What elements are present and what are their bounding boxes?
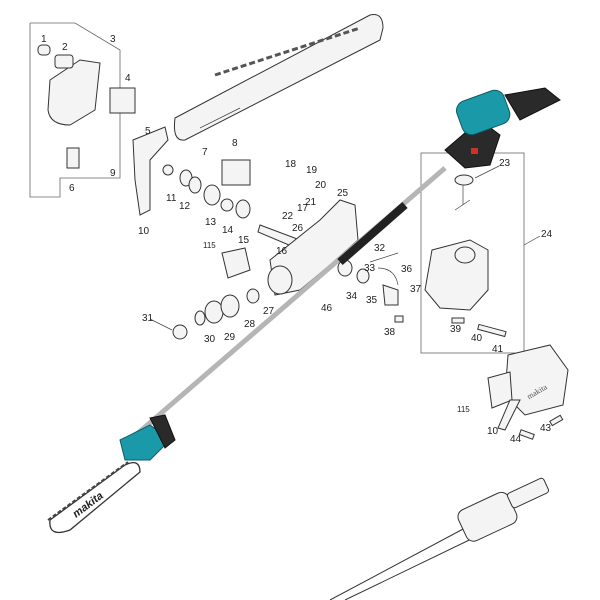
label-32: 32 — [374, 243, 386, 254]
shaft-detail — [329, 477, 550, 600]
label-24: 24 — [541, 229, 553, 240]
label-37: 37 — [410, 284, 422, 295]
group-box-chain-cover — [29, 22, 121, 198]
label-39: 39 — [450, 324, 462, 335]
guide-bar — [174, 14, 384, 141]
saw-chain — [214, 26, 361, 77]
label-15: 15 — [238, 235, 250, 246]
label-43: 43 — [540, 423, 552, 434]
chain-cover — [37, 44, 136, 169]
label-34: 34 — [346, 291, 358, 302]
label-21: 21 — [305, 197, 317, 208]
label-31: 31 — [142, 313, 154, 324]
label-33: 33 — [364, 263, 376, 274]
label-2: 2 — [62, 42, 68, 53]
side-cover: makita — [487, 344, 569, 440]
label-26: 26 — [292, 223, 304, 234]
label-115-lower: 115 — [457, 405, 470, 414]
shaft-grip — [337, 201, 408, 266]
label-5: 5 — [145, 126, 151, 137]
label-38: 38 — [384, 327, 396, 338]
label-11: 11 — [166, 193, 177, 204]
label-10-lower: 10 — [487, 426, 499, 437]
label-46: 46 — [321, 303, 333, 314]
label-41: 41 — [492, 344, 504, 355]
label-4: 4 — [125, 73, 131, 84]
label-25: 25 — [337, 188, 349, 199]
label-18: 18 — [285, 159, 297, 170]
label-27: 27 — [263, 306, 275, 317]
label-40: 40 — [471, 333, 483, 344]
label-36: 36 — [401, 264, 413, 275]
label-16: 16 — [276, 246, 288, 257]
label-44: 44 — [510, 434, 522, 445]
label-17: 17 — [297, 203, 309, 214]
part-labels: 1 2 3 4 5 6 7 8 9 10 11 12 13 14 15 16 1… — [41, 34, 553, 445]
label-13: 13 — [205, 217, 217, 228]
label-1: 1 — [41, 34, 47, 45]
label-14: 14 — [222, 225, 234, 236]
label-115: 115 — [203, 241, 216, 250]
label-35: 35 — [366, 295, 378, 306]
label-6: 6 — [69, 183, 75, 194]
label-29: 29 — [224, 332, 236, 343]
label-8: 8 — [232, 138, 238, 149]
motor-housing — [377, 239, 507, 338]
label-28: 28 — [244, 319, 256, 330]
motor-unit — [444, 87, 561, 211]
label-30: 30 — [204, 334, 216, 345]
label-22: 22 — [282, 211, 294, 222]
label-19: 19 — [306, 165, 318, 176]
label-3: 3 — [110, 34, 116, 45]
label-20: 20 — [315, 180, 327, 191]
label-12: 12 — [179, 201, 191, 212]
sprocket-parts — [132, 126, 301, 279]
leader-lines — [149, 165, 541, 331]
saw-head: makita — [47, 414, 176, 534]
label-10: 10 — [138, 226, 150, 237]
gear-housing — [172, 199, 370, 340]
label-7: 7 — [202, 147, 208, 158]
label-23: 23 — [499, 158, 511, 169]
label-9: 9 — [110, 168, 116, 179]
